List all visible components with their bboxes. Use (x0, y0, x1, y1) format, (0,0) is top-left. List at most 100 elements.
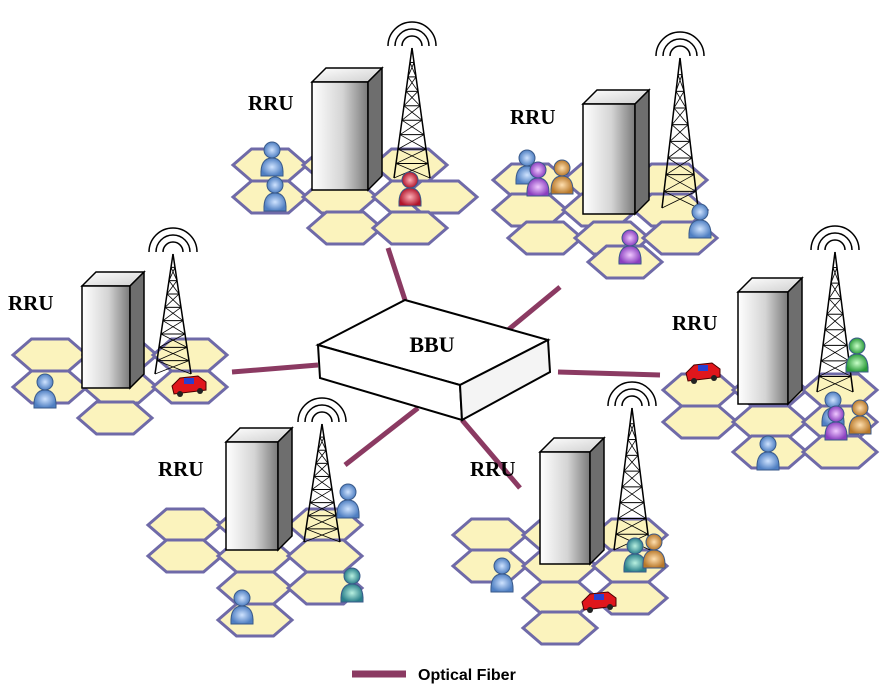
fiber-link (232, 365, 318, 372)
coverage-cell (78, 402, 152, 434)
user-head (494, 558, 510, 574)
car-wheel (607, 604, 613, 610)
user-body (399, 188, 421, 206)
user-body (341, 584, 363, 602)
signal-arc (163, 242, 183, 252)
signal-arc (305, 405, 339, 422)
fiber-link (508, 287, 560, 330)
coverage-cell (663, 406, 737, 438)
signal-arc (156, 235, 190, 252)
rru-box-side (635, 90, 649, 214)
coverage-cell (218, 572, 292, 604)
user-body (551, 176, 573, 194)
user-body (261, 158, 283, 176)
car-wheel (587, 607, 593, 613)
signal-arc (818, 233, 852, 250)
user-head (344, 568, 360, 584)
user-body (757, 452, 779, 470)
rru-box-side (788, 278, 802, 404)
user-body (643, 550, 665, 568)
car-window (594, 594, 604, 600)
rru-label: RRU (510, 105, 556, 129)
rru-box (82, 286, 130, 388)
car-wheel (691, 378, 697, 384)
rru-box-side (278, 428, 292, 550)
user-head (402, 172, 418, 188)
user-body (264, 193, 286, 211)
coverage-cell (218, 604, 292, 636)
car-window (698, 365, 708, 371)
rru-box-side (590, 438, 604, 564)
user-head (267, 177, 283, 193)
user-body (849, 416, 871, 434)
user-head (530, 162, 546, 178)
car-wheel (197, 388, 203, 394)
user-head (37, 374, 53, 390)
car-window (184, 378, 194, 384)
rru-box-side (368, 68, 382, 190)
user-body (846, 354, 868, 372)
user-head (646, 534, 662, 550)
rru-label: RRU (470, 457, 516, 481)
signal-arc (825, 240, 845, 250)
rru-box (312, 82, 368, 190)
user-head (622, 230, 638, 246)
user-head (828, 406, 844, 422)
user-head (849, 338, 865, 354)
user-head (234, 590, 250, 606)
signal-arc (663, 39, 697, 56)
user-body (337, 500, 359, 518)
user-head (692, 204, 708, 220)
coverage-cell (373, 212, 447, 244)
legend-label: Optical Fiber (418, 667, 516, 684)
bbu-label: BBU (409, 332, 454, 357)
user-body (619, 246, 641, 264)
user-body (34, 390, 56, 408)
user-body (689, 220, 711, 238)
rru-label: RRU (158, 457, 204, 481)
fiber-link (345, 408, 418, 465)
coverage-cell (148, 509, 222, 541)
signal-arc (622, 396, 642, 406)
coverage-cell (13, 339, 87, 371)
user-head (627, 538, 643, 554)
car-wheel (711, 375, 717, 381)
signal-arc (395, 29, 429, 46)
legend: Optical Fiber (352, 667, 516, 684)
rru-box (226, 442, 278, 550)
fiber-link (388, 248, 405, 300)
fiber-link (558, 372, 660, 375)
signal-arc (670, 46, 690, 56)
signal-arc (615, 389, 649, 406)
user-head (340, 484, 356, 500)
rru-box (583, 104, 635, 214)
rru-label: RRU (8, 291, 54, 315)
coverage-cell (453, 519, 527, 551)
user-body (231, 606, 253, 624)
rru-box (738, 292, 788, 404)
rru-box-side (130, 272, 144, 388)
rru-box (540, 452, 590, 564)
coverage-cell (733, 406, 807, 438)
signal-arc (402, 36, 422, 46)
rru-label: RRU (248, 91, 294, 115)
user-head (825, 392, 841, 408)
rru-label: RRU (672, 311, 718, 335)
user-body (491, 574, 513, 592)
coverage-cell (453, 550, 527, 582)
coverage-cell (148, 540, 222, 572)
user-body (825, 422, 847, 440)
coverage-cell (288, 540, 362, 572)
user-body (527, 178, 549, 196)
coverage-cell (803, 436, 877, 468)
coverage-cell (523, 612, 597, 644)
coverage-cell (508, 222, 582, 254)
bbu-unit: BBU (318, 300, 550, 420)
car-wheel (177, 391, 183, 397)
user-head (554, 160, 570, 176)
user-head (264, 142, 280, 158)
user-head (760, 436, 776, 452)
signal-arc (312, 412, 332, 422)
user-head (852, 400, 868, 416)
